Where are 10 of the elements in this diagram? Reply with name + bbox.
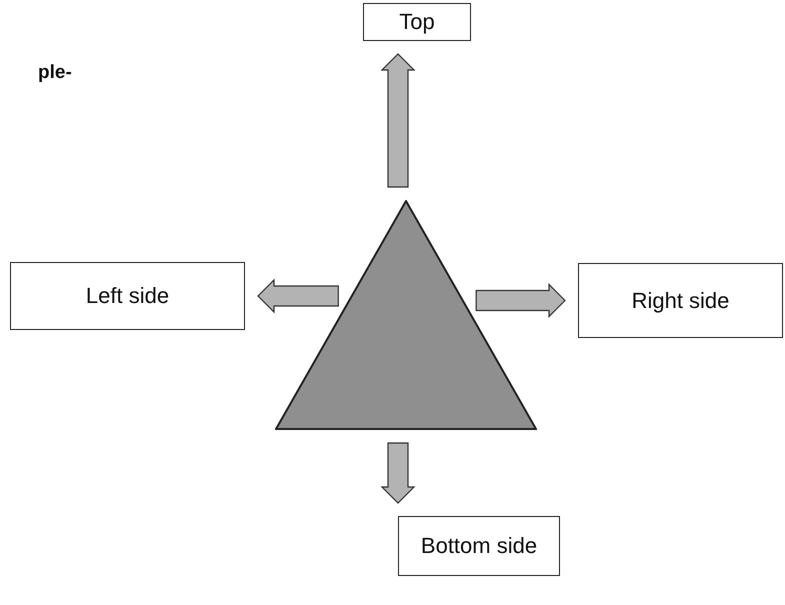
block-arrow: [380, 53, 416, 188]
text-box: Left side: [10, 262, 245, 330]
text-box: Bottom side: [398, 516, 560, 576]
text-box: Top: [363, 3, 471, 41]
text-box: Right side: [578, 263, 783, 338]
block-arrow: [380, 442, 416, 504]
block-arrow: [257, 278, 339, 314]
block-arrow: [476, 283, 566, 318]
triangle-shape: [275, 200, 537, 430]
text-fragment: ple-: [38, 62, 72, 84]
